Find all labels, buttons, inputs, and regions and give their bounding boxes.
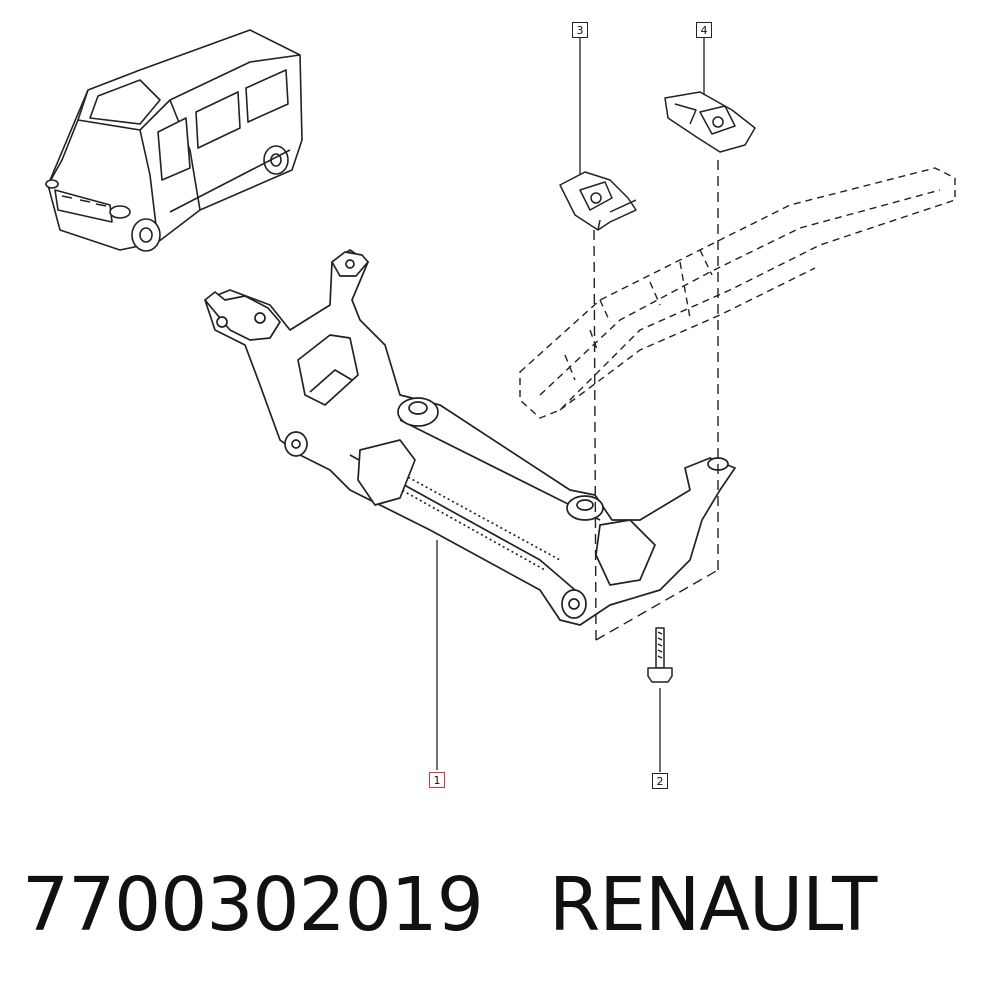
callout-4[interactable]: 4 bbox=[696, 22, 712, 38]
mount-bracket-3 bbox=[559, 171, 637, 231]
callout-1[interactable]: 1 bbox=[429, 772, 445, 788]
exploded-parts-diagram bbox=[45, 29, 956, 772]
callout-2[interactable]: 2 bbox=[652, 773, 668, 789]
callout-3[interactable]: 3 bbox=[572, 22, 588, 38]
brand-name: RENAULT bbox=[548, 862, 878, 948]
bolt-2 bbox=[647, 627, 673, 683]
front-subframe bbox=[204, 249, 736, 626]
caption: 7700302019 RENAULT bbox=[22, 855, 878, 955]
van-illustration bbox=[45, 29, 303, 252]
part-number: 7700302019 bbox=[22, 862, 484, 948]
chassis-rail-outline bbox=[519, 167, 956, 419]
mount-bracket-4 bbox=[664, 91, 756, 153]
leader-lines bbox=[436, 38, 705, 772]
assembly-lines bbox=[593, 160, 719, 641]
